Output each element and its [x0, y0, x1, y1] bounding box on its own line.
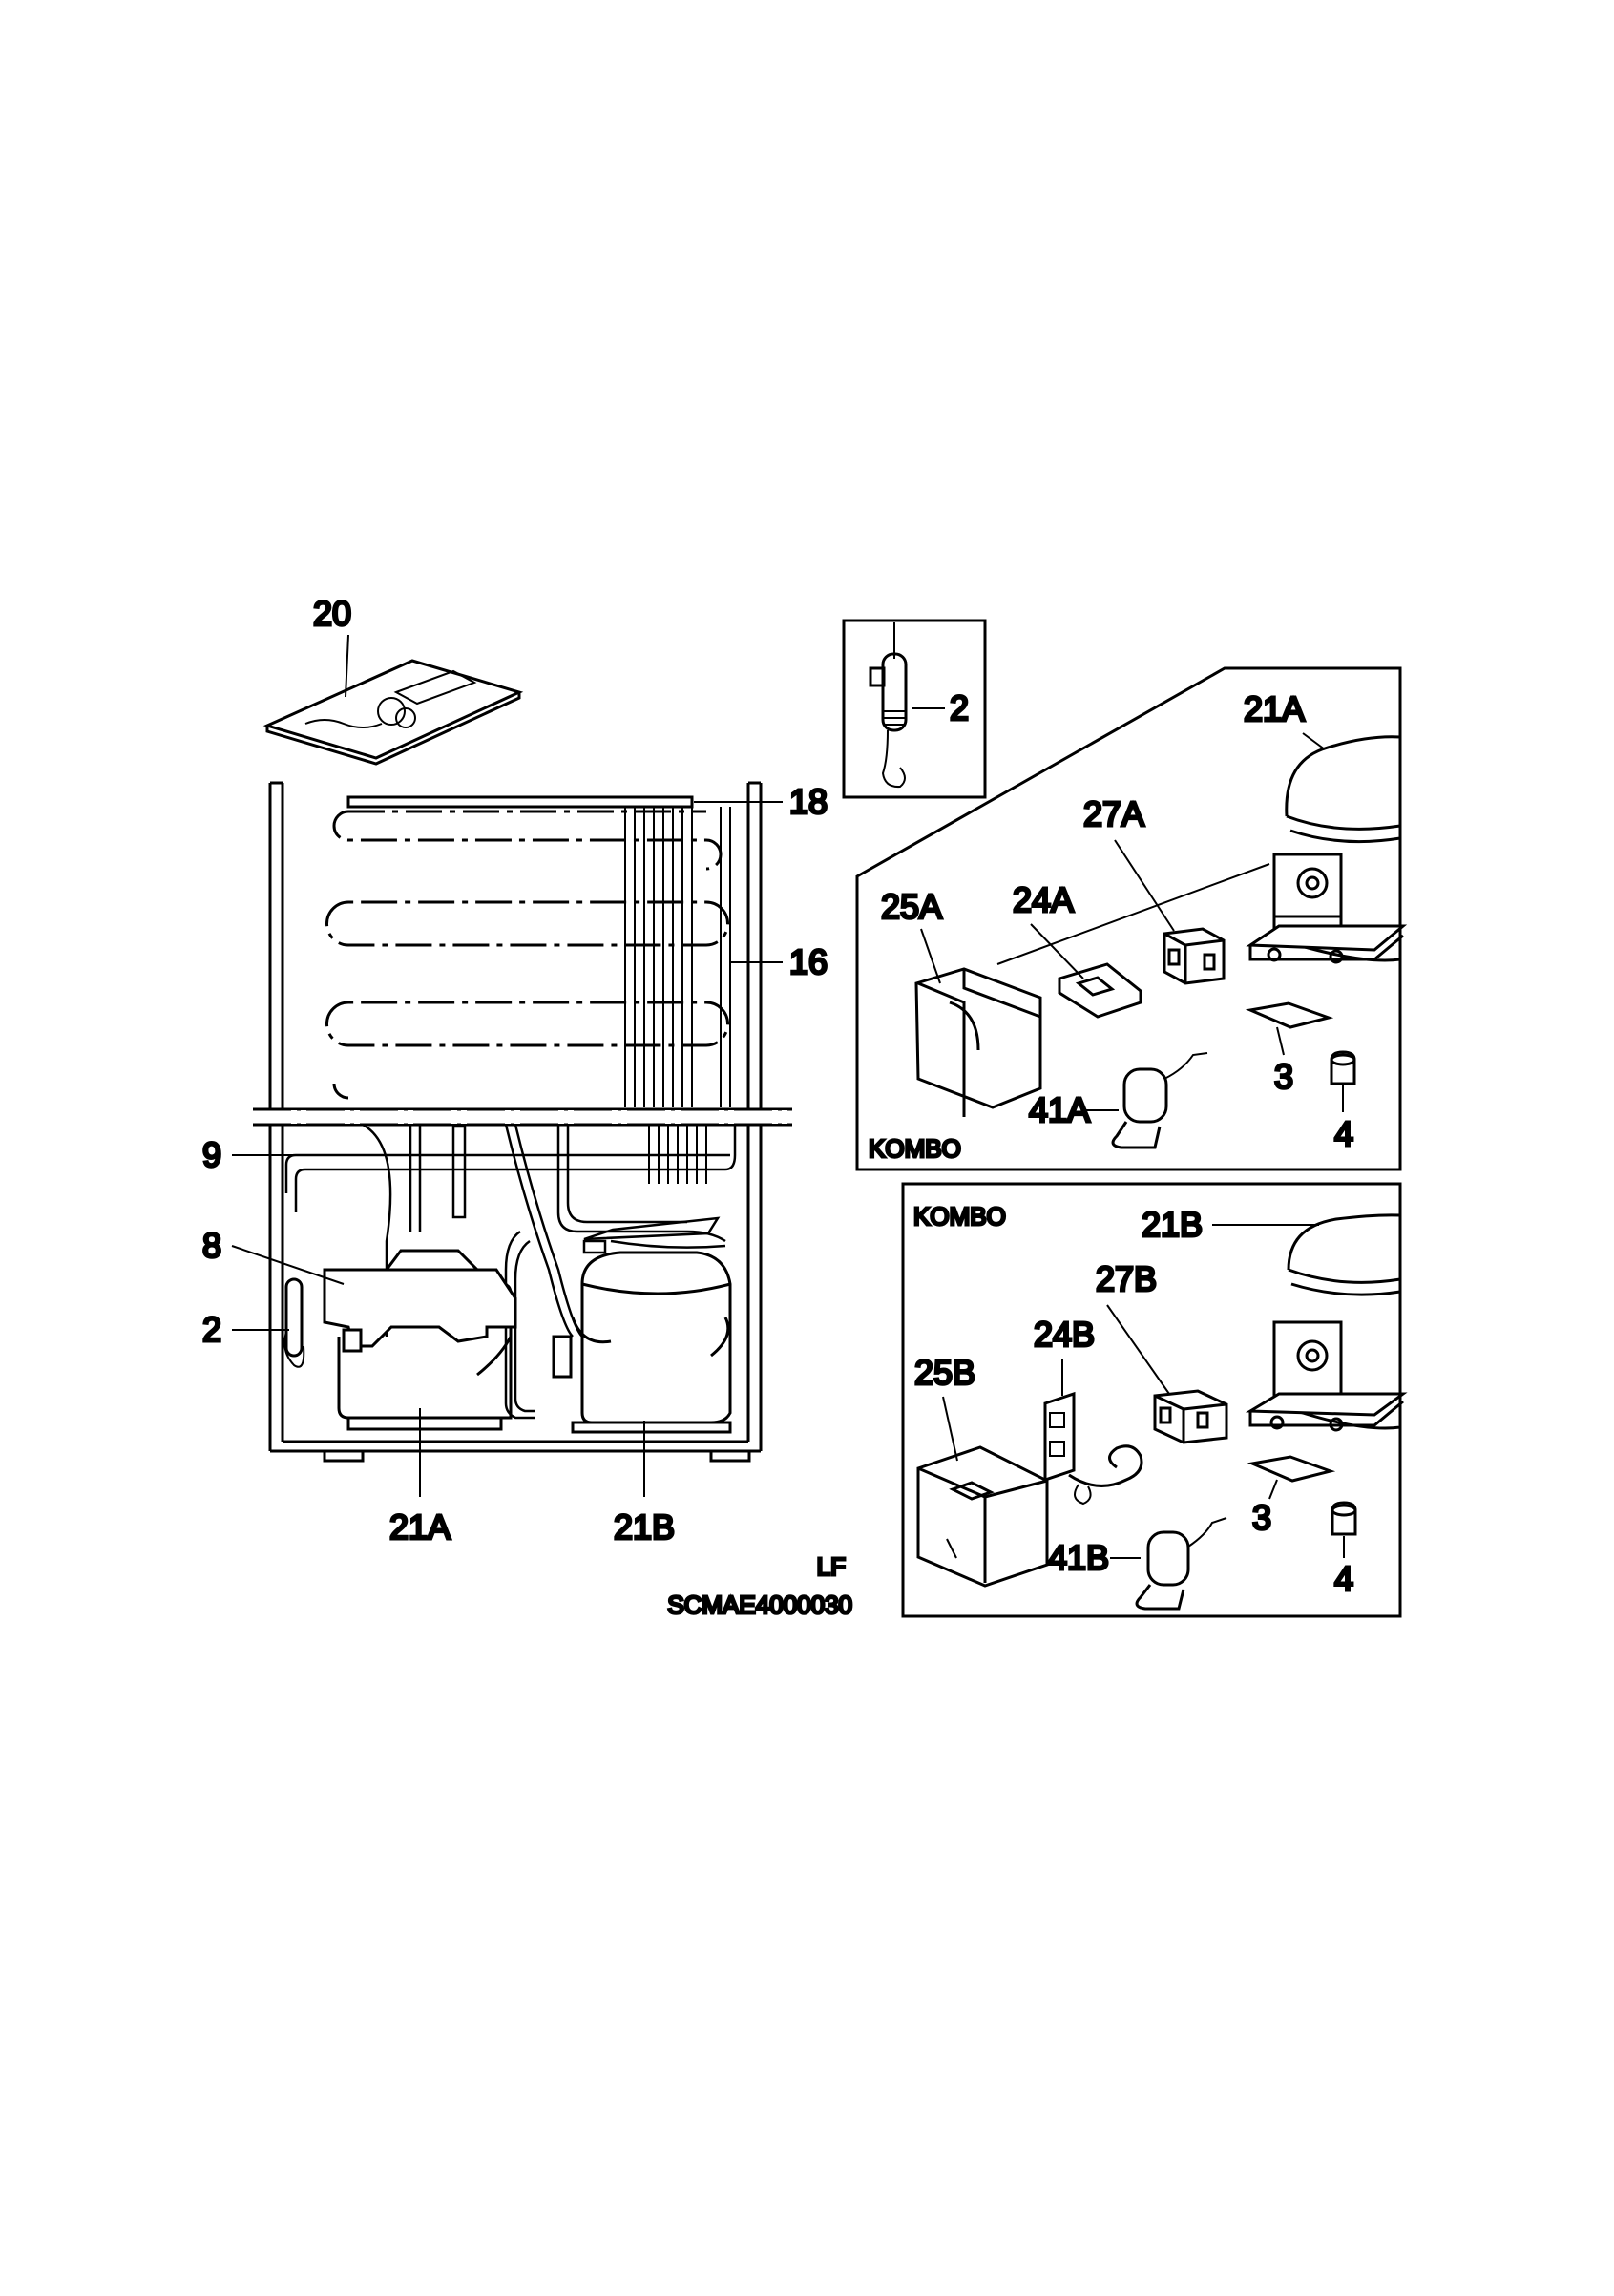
label-compressor-a: 21A [389, 1507, 451, 1547]
lower-piping [284, 1123, 737, 1420]
kombo-a-compressor [1246, 735, 1408, 964]
kombo-a-grommet [1245, 1001, 1334, 1029]
label-kombo-a-relay: 27A [1083, 794, 1144, 833]
cabinet-rear-view [250, 781, 794, 1463]
label-kombo-b-compressor: 21B [1142, 1205, 1203, 1244]
kombo-b-bracket [1043, 1391, 1143, 1506]
label-kombo-a-cover: 25A [881, 887, 942, 926]
label-compressor-b: 21B [614, 1507, 675, 1547]
label-kombo-a-compressor: 21A [1244, 689, 1305, 728]
kombo-b-compressor [1245, 1213, 1408, 1432]
compressor-a-installed [323, 1249, 517, 1431]
condenser-top-bar [346, 795, 694, 809]
label-kombo-a-grommet: 3 [1274, 1057, 1293, 1096]
kombo-a-tag: KOMBO [869, 1134, 961, 1163]
footer-code: LF [817, 1552, 846, 1581]
label-condenser-top: 18 [789, 782, 828, 821]
kombo-a-cover [914, 967, 1042, 1117]
label-kombo-b-relay: 27B [1096, 1259, 1157, 1298]
label-cabinet-9: 9 [202, 1135, 221, 1174]
compressor-b-installed [552, 1251, 732, 1434]
kombo-a-bracket [1058, 962, 1142, 1019]
kombo-a-foot [1330, 1050, 1356, 1085]
label-thermostat-2: 2 [202, 1310, 221, 1349]
label-kombo-b-bracket: 24B [1034, 1315, 1095, 1354]
kombo-b-grommet [1247, 1455, 1336, 1483]
label-kombo-b-capacitor: 41B [1048, 1538, 1109, 1577]
label-kombo-a-capacitor: 41A [1029, 1090, 1090, 1129]
thermostat-bulb [283, 1277, 305, 1368]
label-kombo-a-foot: 4 [1334, 1114, 1353, 1153]
condenser-tubes [624, 807, 731, 1184]
footer-drawing-number: SCMAE4000030 [667, 1590, 852, 1619]
label-condenser: 16 [789, 942, 828, 981]
kombo-b-relay [1153, 1389, 1228, 1444]
kombo-b-capacitor [1135, 1517, 1227, 1611]
label-kombo-b-grommet: 3 [1252, 1498, 1271, 1537]
label-cover-8: 8 [202, 1226, 221, 1265]
kombo-b-tag: KOMBO [913, 1202, 1006, 1231]
label-manual: 20 [313, 594, 351, 633]
label-kombo-a-bracket: 24A [1013, 880, 1074, 919]
kombo-a-relay [1163, 927, 1226, 985]
label-kombo-b-cover: 25B [914, 1353, 975, 1392]
thermostat-detail-box [842, 619, 987, 799]
kombo-a-capacitor [1111, 1052, 1208, 1149]
manual-booklet [262, 659, 524, 766]
condenser-coil [325, 810, 729, 1100]
kombo-b-cover [916, 1445, 1049, 1588]
label-kombo-b-foot: 4 [1334, 1559, 1353, 1598]
kombo-b-foot [1331, 1501, 1357, 1536]
label-thermostat-detail: 2 [950, 688, 969, 727]
